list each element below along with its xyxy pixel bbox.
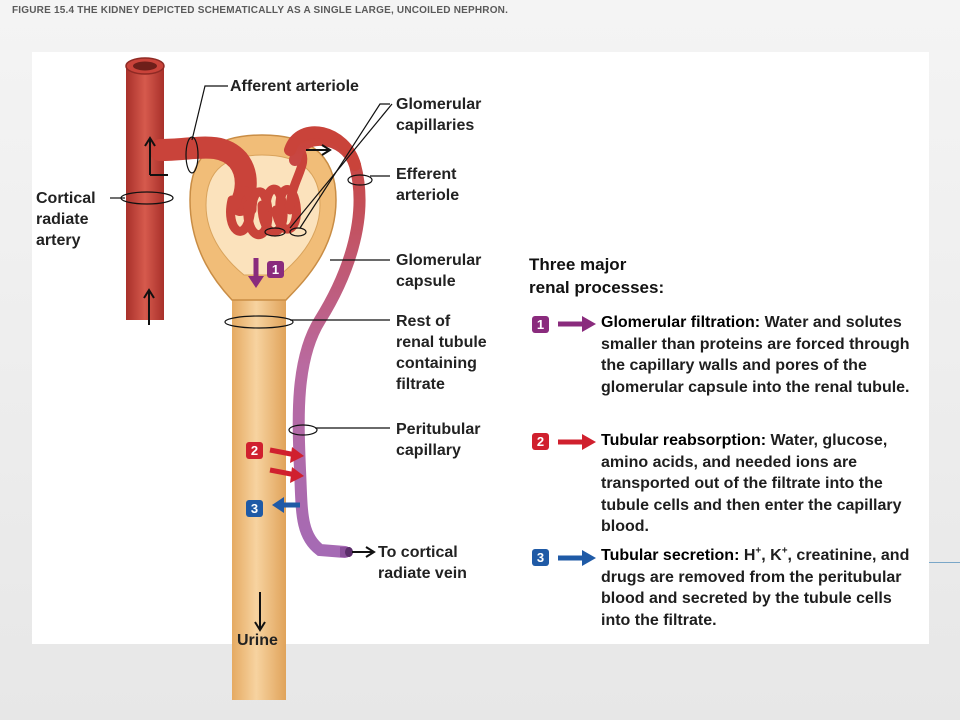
process-desc: Water and solutes smaller than proteins …	[601, 314, 910, 396]
label-urine: Urine	[237, 632, 278, 649]
badge-filtration: 1	[267, 261, 284, 278]
process-arrow-3	[558, 550, 596, 566]
label-afferent-arteriole: Afferent arteriole	[230, 78, 359, 95]
reabsorption-arrows	[269, 447, 304, 483]
process-item-filtration: Glomerular filtration: Water and solutes…	[601, 312, 931, 398]
leader-lines	[110, 85, 393, 436]
badge-reabsorption: 2	[246, 442, 263, 459]
process-head: Tubular reabsorption:	[601, 432, 767, 449]
vein-opening	[345, 547, 353, 557]
decorative-line	[929, 562, 960, 563]
filtration-arrow	[248, 258, 264, 288]
process-badge-3: 3	[532, 549, 549, 566]
process-head: Tubular secretion:	[601, 547, 740, 564]
badge-secretion: 3	[246, 500, 263, 517]
process-head: Glomerular filtration:	[601, 314, 761, 331]
figure-caption: FIGURE 15.4 THE KIDNEY DEPICTED SCHEMATI…	[12, 5, 509, 16]
process-item-reabsorption: Tubular reabsorption: Water, glucose, am…	[601, 430, 919, 538]
process-badge-1: 1	[532, 316, 549, 333]
process-item-secretion: Tubular secretion: H+, K+, creatinine, a…	[601, 545, 910, 629]
flow-arrows	[143, 136, 376, 632]
cortical-radiate-artery	[125, 57, 165, 320]
process-desc: Water, glucose, amino acids, and needed …	[601, 432, 902, 535]
secretion-arrow	[272, 497, 300, 513]
process-arrow-1	[558, 316, 596, 332]
process-badge-2: 2	[532, 433, 549, 450]
process-arrow-2	[558, 434, 596, 450]
